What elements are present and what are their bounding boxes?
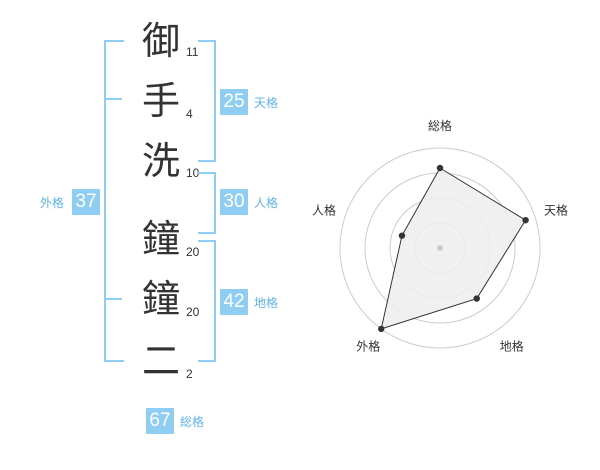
stroke-count-4: 20 <box>186 245 200 259</box>
chikaku-bracket <box>198 240 216 362</box>
chikaku-label: 地格 <box>254 296 279 310</box>
name-char-3: 洗 <box>141 139 180 183</box>
soukaku-value: 67 <box>146 408 174 434</box>
radar-axis-label: 天格 <box>544 202 568 217</box>
radar-ring <box>339 147 541 349</box>
radar-point <box>436 164 444 172</box>
name-char-5: 鐘 <box>141 277 180 321</box>
radar-axis-label: 外格 <box>356 339 380 354</box>
name-char-4: 鐘 <box>141 217 180 261</box>
radar-axis-label: 総格 <box>428 118 452 133</box>
jinkaku-label: 人格 <box>254 196 279 210</box>
radar-point <box>378 325 385 333</box>
stroke-count-6: 2 <box>186 367 193 381</box>
stroke-count-5: 20 <box>186 305 200 319</box>
radar-point <box>473 295 480 302</box>
radar-axis-label: 地格 <box>500 339 524 354</box>
name-char-2: 手 <box>141 79 180 123</box>
radar-point <box>398 232 406 239</box>
tenkaku-value: 25 <box>220 89 248 115</box>
bracket-tick <box>104 98 122 100</box>
gaikaku-value: 37 <box>72 189 100 215</box>
jinkaku-bracket <box>198 172 216 234</box>
stroke-count-2: 4 <box>186 107 193 121</box>
soukaku-label: 総格 <box>180 415 205 429</box>
tenkaku-bracket <box>198 40 216 162</box>
radar-point <box>522 216 529 224</box>
chikaku-value: 42 <box>220 289 248 315</box>
gaikaku-bracket <box>104 40 124 362</box>
stroke-count-1: 11 <box>186 45 199 59</box>
tenkaku-label: 天格 <box>254 96 279 110</box>
jinkaku-value: 30 <box>220 189 248 215</box>
bracket-tick <box>104 298 122 300</box>
stroke-count-3: 10 <box>186 166 200 180</box>
name-char-1: 御 <box>141 19 180 63</box>
name-char-6: 二 <box>141 339 180 383</box>
gaikaku-label: 外格 <box>40 196 65 210</box>
radar-polygon <box>380 167 527 330</box>
radar-axis-label: 人格 <box>312 202 336 217</box>
radar-center-dot <box>437 245 443 251</box>
